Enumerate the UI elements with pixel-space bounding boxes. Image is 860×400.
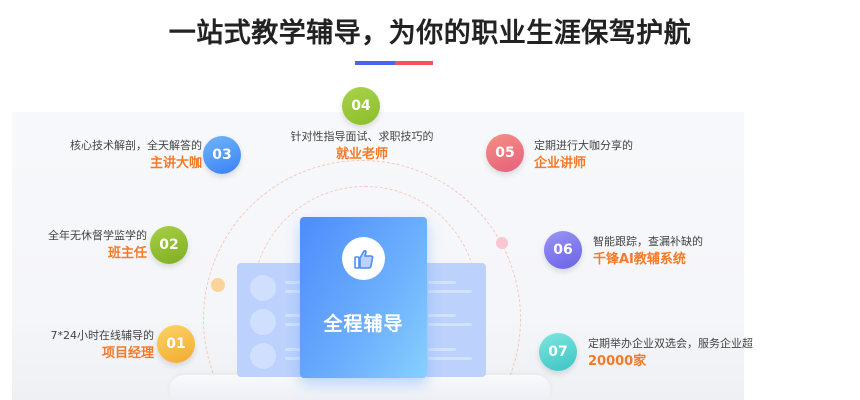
service-role: 20000家 — [588, 354, 647, 369]
service-desc: 智能跟踪，查漏补缺的 — [593, 235, 703, 248]
page-title: 一站式教学辅导，为你的职业生涯保驾护航 — [168, 18, 692, 49]
service-item-07: 定期举办企业双选会，服务企业超 20000家 — [588, 336, 753, 371]
placeholder-line — [428, 357, 472, 360]
platform-base — [170, 375, 550, 400]
decor-dot-orange — [211, 278, 225, 292]
underline-blue — [355, 61, 395, 65]
placeholder-line — [428, 323, 472, 326]
service-role: 主讲大咖 — [149, 156, 202, 171]
badge-03: 03 — [203, 136, 241, 174]
service-desc: 7*24小时在线辅导的 — [50, 329, 155, 342]
service-item-02: 全年无休督学监学的 班主任 — [48, 228, 147, 263]
service-desc: 核心技术解剖，全天解答的 — [70, 139, 202, 152]
service-role: 千锋AI教辅系统 — [593, 252, 686, 267]
service-role: 企业讲师 — [534, 156, 587, 171]
service-item-06: 智能跟踪，查漏补缺的 千锋AI教辅系统 — [593, 234, 703, 269]
placeholder-line — [428, 290, 472, 293]
badge-05: 05 — [486, 134, 524, 172]
service-role: 项目经理 — [101, 346, 154, 361]
service-desc: 针对性指导面试、求职技巧的 — [290, 130, 434, 143]
placeholder-line — [428, 348, 456, 351]
placeholder-avatar — [250, 275, 276, 301]
underline-red — [395, 61, 433, 65]
decor-dot-pink — [496, 237, 508, 249]
service-desc: 定期举办企业双选会，服务企业超 — [588, 337, 753, 350]
badge-04: 04 — [342, 87, 380, 125]
service-item-04: 针对性指导面试、求职技巧的 就业老师 — [262, 129, 462, 164]
service-role: 就业老师 — [335, 147, 388, 162]
service-item-03: 核心技术解剖，全天解答的 主讲大咖 — [70, 138, 202, 173]
badge-06: 06 — [544, 231, 582, 269]
service-item-05: 定期进行大咖分享的 企业讲师 — [534, 138, 633, 173]
service-item-01: 7*24小时在线辅导的 项目经理 — [51, 328, 155, 363]
card-label: 全程辅导 — [323, 313, 404, 335]
placeholder-line — [428, 314, 456, 317]
service-desc: 全年无休督学监学的 — [48, 229, 147, 242]
placeholder-avatar — [250, 343, 276, 369]
placeholder-line — [428, 281, 456, 284]
service-desc: 定期进行大咖分享的 — [534, 139, 633, 152]
badge-02: 02 — [150, 226, 188, 264]
service-role: 班主任 — [107, 246, 147, 261]
thumbs-up-icon — [342, 237, 385, 280]
placeholder-avatar — [250, 309, 276, 335]
full-process-coaching-card: 全程辅导 — [300, 217, 427, 378]
badge-07: 07 — [539, 333, 577, 371]
right-back-card — [424, 263, 486, 377]
badge-01: 01 — [157, 325, 195, 363]
title-underline — [355, 61, 433, 65]
